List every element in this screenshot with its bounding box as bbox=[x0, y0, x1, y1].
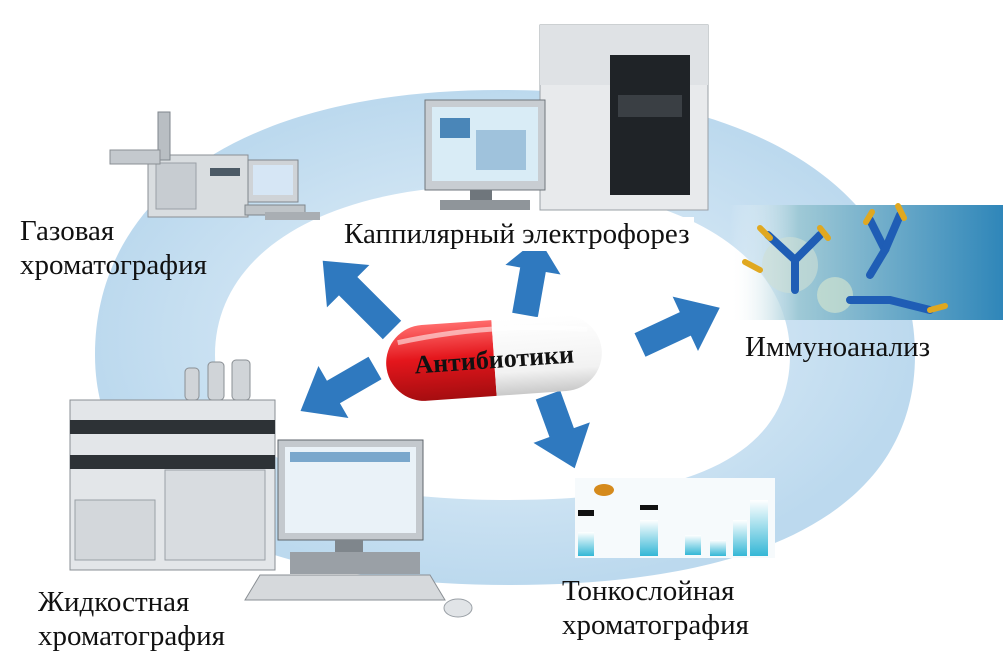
arrow-to-immuno bbox=[634, 296, 720, 357]
arrow-to-capillary bbox=[505, 238, 561, 318]
label-gas-line1: Газовая bbox=[20, 215, 115, 247]
label-tlc-line2: хроматография bbox=[562, 609, 749, 641]
tlc-plate-icon bbox=[575, 478, 775, 558]
label-tlc: Тонкослойная хроматография bbox=[562, 574, 749, 642]
label-capillary-line1: Каппилярный электрофорез bbox=[344, 218, 690, 250]
label-liquid-line1: Жидкостная bbox=[38, 586, 190, 618]
label-capillary-electrophoresis: Каппилярный электрофорез bbox=[340, 217, 694, 251]
arrow-to-liquid bbox=[300, 356, 382, 418]
label-liquid-line2: хроматография bbox=[38, 620, 225, 652]
label-tlc-line1: Тонкослойная bbox=[562, 575, 735, 607]
arrow-to-gas bbox=[322, 260, 402, 340]
label-gas-chromatography: Газовая хроматография bbox=[20, 214, 207, 282]
antibody-icon bbox=[730, 203, 1003, 320]
arrows bbox=[300, 238, 720, 469]
capillary-electrophoresis-icon bbox=[424, 24, 709, 211]
label-immunoassay: Иммуноанализ bbox=[745, 330, 930, 364]
gas-chromatograph-icon bbox=[109, 111, 320, 220]
arrow-to-tlc bbox=[533, 390, 590, 469]
label-immuno-line1: Иммуноанализ bbox=[745, 331, 931, 363]
label-liquid-chromatography: Жидкостная хроматография bbox=[38, 585, 225, 653]
hplc-system-icon bbox=[69, 359, 473, 618]
antibiotic-capsule: Антибиотики bbox=[386, 315, 602, 401]
label-gas-line2: хроматография bbox=[20, 249, 207, 281]
